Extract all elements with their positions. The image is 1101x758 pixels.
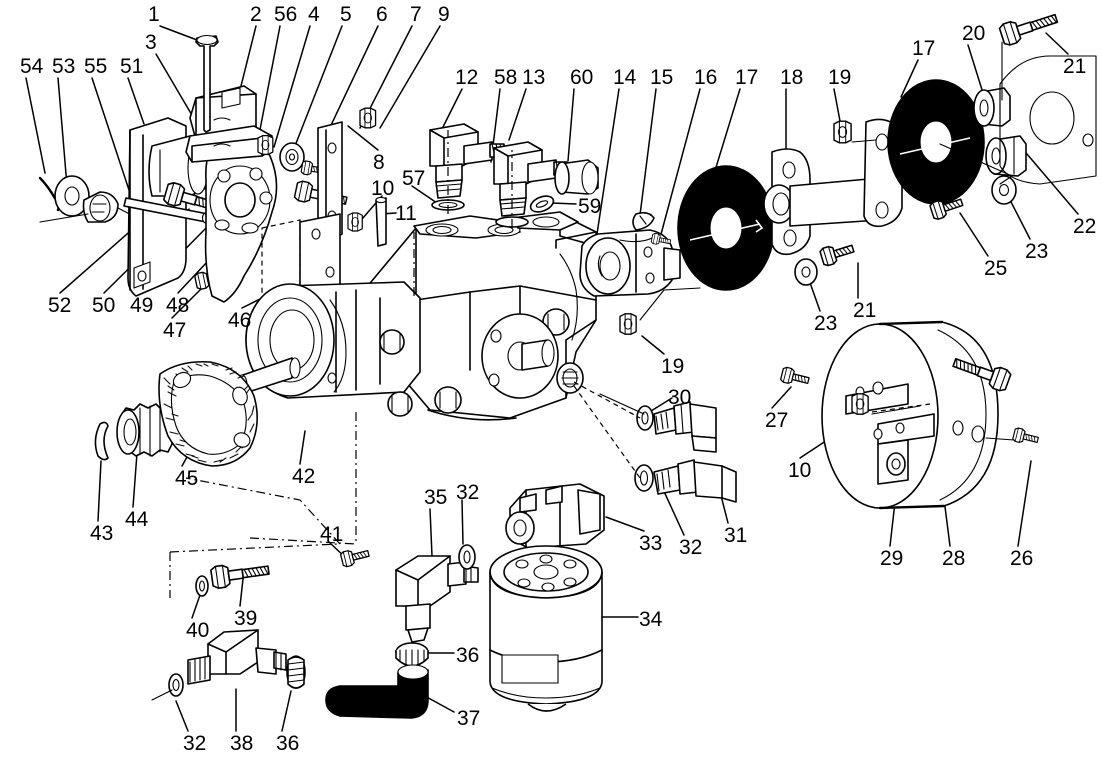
callout-21: 21 [1063,55,1087,78]
callout-25: 25 [984,257,1008,280]
callout-40: 40 [186,619,210,642]
callout-19: 19 [828,66,852,89]
callout-34: 34 [639,608,663,631]
callout-51: 51 [120,55,144,78]
callout-45: 45 [175,467,199,490]
callout-10-drum: 10 [788,459,812,482]
callout-23: 23 [1025,240,1049,263]
callout-3: 3 [145,31,157,54]
callout-35: 35 [424,486,448,509]
callout-42: 42 [292,465,316,488]
callout-41: 41 [320,523,344,546]
callout-59: 59 [578,195,602,218]
callout-16: 16 [694,66,718,89]
callout-60: 60 [570,66,594,89]
callout-52: 52 [48,294,72,317]
callout-1: 1 [148,3,160,26]
callout-22: 22 [1073,215,1097,238]
callout-18: 18 [780,66,804,89]
callout-15: 15 [650,66,674,89]
callout-47: 47 [163,319,187,342]
callout-30: 30 [668,386,692,409]
callout-56: 56 [274,3,298,26]
callout-17: 17 [735,66,759,89]
callout-33: 33 [639,532,663,555]
callout-26: 26 [1010,547,1034,570]
callout-2: 2 [250,3,262,26]
callout-27: 27 [765,409,789,432]
callout-58: 58 [494,66,518,89]
callout-29: 29 [880,547,904,570]
callout-43: 43 [90,522,114,545]
callout-57: 57 [402,167,426,190]
callout-19-lower: 19 [661,355,685,378]
callout-4: 4 [308,3,320,26]
callout-10: 10 [371,177,395,200]
callout-39: 39 [234,607,258,630]
callout-53: 53 [52,55,76,78]
callout-54: 54 [20,55,44,78]
callout-55: 55 [84,55,108,78]
callout-14: 14 [613,66,637,89]
callout-38: 38 [230,732,254,755]
callout-8: 8 [373,151,385,174]
callout-23-lower: 23 [814,312,838,335]
callout-31: 31 [724,524,748,547]
callout-7: 7 [410,3,422,26]
callout-32-a: 32 [679,536,703,559]
callout-13: 13 [522,66,546,89]
callout-37: 37 [457,707,481,730]
callout-32-b: 32 [456,481,480,504]
callout-5: 5 [340,3,352,26]
callout-28: 28 [942,547,966,570]
callout-46: 46 [228,309,252,332]
callout-32-c: 32 [183,732,207,755]
callout-17-right: 17 [912,37,936,60]
callout-12: 12 [455,66,479,89]
callout-49: 49 [130,294,154,317]
callout-48: 48 [166,294,190,317]
callout-36-b: 36 [276,732,300,755]
callout-36-a: 36 [456,644,480,667]
callout-6: 6 [376,3,388,26]
callout-11: 11 [395,202,417,225]
callout-20: 20 [962,22,986,45]
callout-9: 9 [438,3,450,26]
callout-21-lower: 21 [853,299,877,322]
callout-44: 44 [125,508,149,531]
callout-50: 50 [92,294,116,317]
